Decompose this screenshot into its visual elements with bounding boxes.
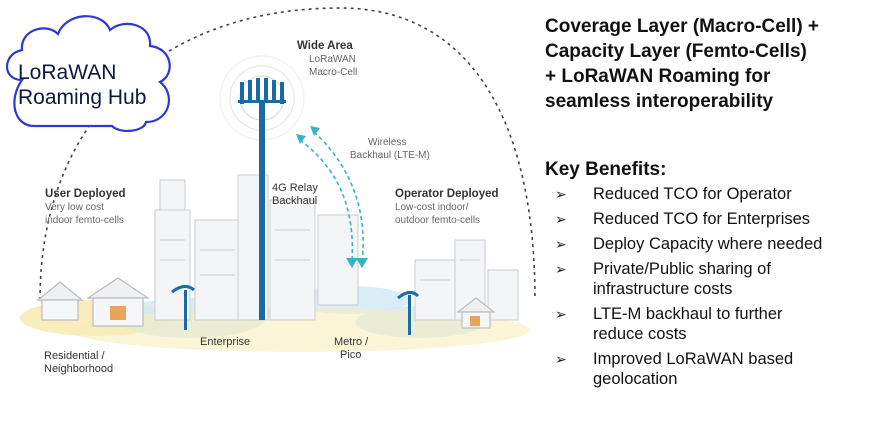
arrowhead xyxy=(310,126,320,136)
list-item: ➢ Deploy Capacity where needed xyxy=(545,234,875,254)
bullet-arrow-icon: ➢ xyxy=(555,351,567,367)
hub-line-2: Roaming Hub xyxy=(18,86,147,109)
residential-label: Residential / Neighborhood xyxy=(44,350,113,376)
metro-pico-label: Metro / Pico xyxy=(334,336,368,362)
headline: Coverage Layer (Macro-Cell) + Capacity L… xyxy=(545,14,875,114)
bullet-arrow-icon: ➢ xyxy=(555,261,567,277)
operator-deployed-sub1: Low-cost indoor/ xyxy=(395,202,469,213)
benefit-text-cont: reduce costs xyxy=(593,325,687,343)
enterprise-label: Enterprise xyxy=(200,336,250,349)
roaming-hub-cloud xyxy=(6,15,171,132)
metro-line-1: Metro / xyxy=(334,336,369,348)
macro-cell-tower xyxy=(219,55,305,320)
bullet-arrow-icon: ➢ xyxy=(555,236,567,252)
list-item: ➢ Reduced TCO for Operator xyxy=(545,184,875,204)
relay-line-1: 4G Relay xyxy=(272,182,318,194)
wireless-backhaul-arrow-2 xyxy=(313,131,364,263)
wide-area-label: Wide Area LoRaWAN Macro-Cell xyxy=(297,40,357,79)
arrowhead xyxy=(346,258,358,268)
operator-deployed-title: Operator Deployed xyxy=(395,188,499,200)
operator-house xyxy=(456,297,496,329)
roaming-hub-label: LoRaWAN Roaming Hub xyxy=(18,60,178,110)
bullet-arrow-icon: ➢ xyxy=(555,186,567,202)
bullet-arrow-icon: ➢ xyxy=(555,211,567,227)
coverage-dome-arc xyxy=(39,7,536,301)
wireless-backhaul-arrow xyxy=(299,139,354,263)
benefit-text: Deploy Capacity where needed xyxy=(593,235,823,253)
residential-line-2: Neighborhood xyxy=(44,363,114,375)
arrowhead xyxy=(296,134,306,144)
operator-deployed-sub2: outdoor femto-cells xyxy=(395,215,481,226)
relay-line-2: Backhaul xyxy=(272,195,318,207)
user-deployed-sub1: Very low cost xyxy=(45,202,104,213)
arrowhead xyxy=(356,258,368,268)
enterprise-text: Enterprise xyxy=(200,336,251,348)
residential-line-1: Residential / xyxy=(44,350,105,362)
network-diagram xyxy=(6,7,536,352)
headline-line-4: seamless interoperability xyxy=(545,91,774,112)
benefit-text: Private/Public sharing of xyxy=(593,260,771,278)
residential-houses xyxy=(36,277,150,327)
benefit-text: LTE-M backhaul to further xyxy=(593,305,783,323)
benefit-text: Reduced TCO for Operator xyxy=(593,185,792,203)
key-benefits-title: Key Benefits: xyxy=(545,159,667,180)
relay-backhaul-label: 4G Relay Backhaul xyxy=(272,182,318,208)
hub-line-1: LoRaWAN xyxy=(18,61,117,84)
femto-cell-poles xyxy=(171,285,420,335)
summary-panel: Coverage Layer (Macro-Cell) + Capacity L… xyxy=(545,14,875,394)
wireless-line-2: Backhaul (LTE-M) xyxy=(350,150,430,161)
wide-area-sub2: Macro-Cell xyxy=(309,67,358,78)
benefit-text-cont: infrastructure costs xyxy=(593,280,733,298)
bullet-arrow-icon: ➢ xyxy=(555,306,567,322)
user-deployed-sub2: indoor femto-cells xyxy=(45,215,124,226)
headline-line-2: Capacity Layer (Femto-Cells) xyxy=(545,41,807,62)
key-benefits-list: ➢ Reduced TCO for Operator ➢ Reduced TCO… xyxy=(545,184,875,389)
wireless-backhaul-label: Wireless Backhaul (LTE-M) xyxy=(350,136,430,162)
wide-area-sub1: LoRaWAN xyxy=(309,54,356,65)
headline-line-1: Coverage Layer (Macro-Cell) + xyxy=(545,16,820,37)
benefit-text: Reduced TCO for Enterprises xyxy=(593,210,811,228)
list-item: ➢ Improved LoRaWAN based geolocation xyxy=(545,349,875,389)
headline-line-3: + LoRaWAN Roaming for xyxy=(545,66,771,87)
list-item: ➢ Private/Public sharing of infrastructu… xyxy=(545,259,875,299)
list-item: ➢ Reduced TCO for Enterprises xyxy=(545,209,875,229)
benefit-text-cont: geolocation xyxy=(593,370,678,388)
wide-area-title: Wide Area xyxy=(297,40,353,52)
user-deployed-title: User Deployed xyxy=(45,188,126,200)
operator-deployed-label: Operator Deployed Low-cost indoor/ outdo… xyxy=(395,188,499,227)
benefit-text: Improved LoRaWAN based xyxy=(593,350,794,368)
user-deployed-label: User Deployed Very low cost indoor femto… xyxy=(45,188,126,227)
metro-line-2: Pico xyxy=(340,349,362,361)
list-item: ➢ LTE-M backhaul to further reduce costs xyxy=(545,304,875,344)
wireless-line-1: Wireless xyxy=(368,137,407,148)
